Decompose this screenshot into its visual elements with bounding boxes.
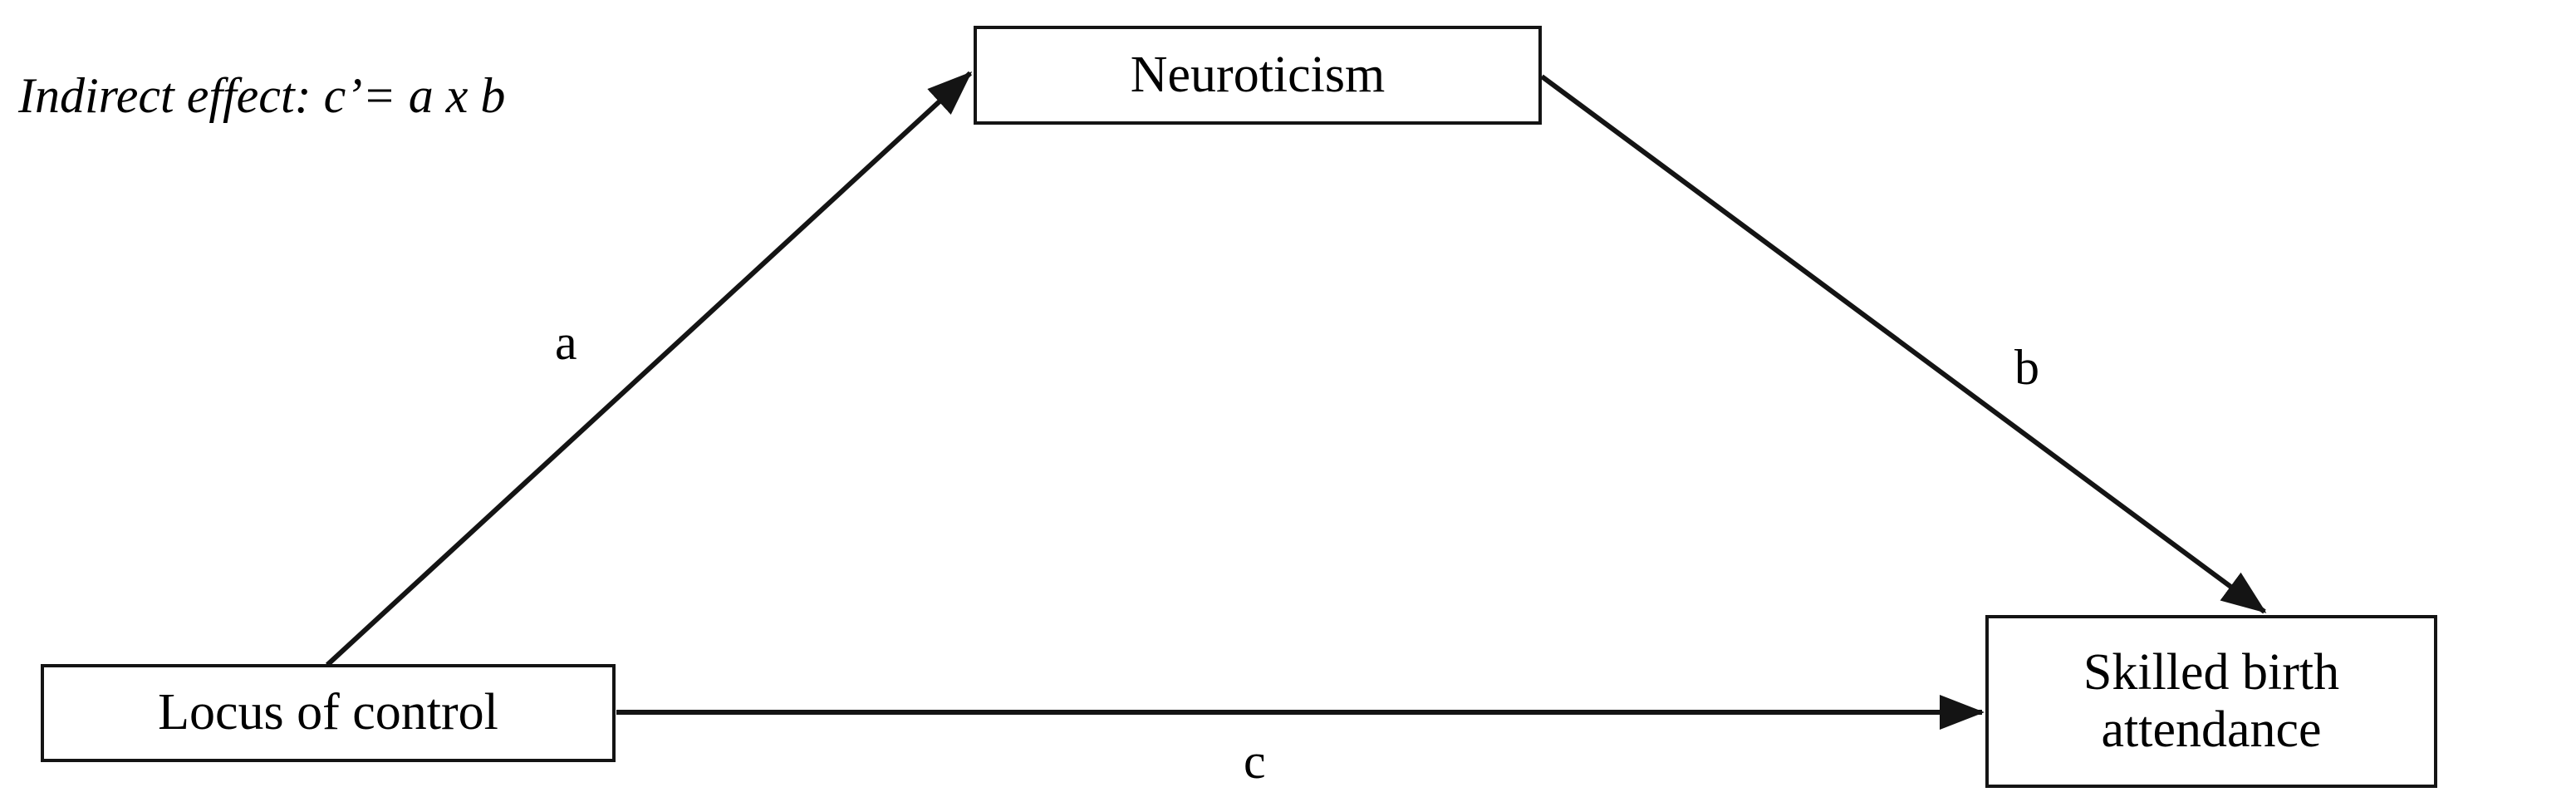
node-locus-of-control-label: Locus of control [158, 684, 498, 741]
node-skilled-birth-attendance: Skilled birth attendance [1985, 615, 2437, 788]
node-neuroticism-label: Neuroticism [1130, 46, 1386, 103]
node-skilled-birth-attendance-label: Skilled birth attendance [2083, 643, 2340, 758]
path-a-label: a [555, 315, 577, 370]
indirect-effect-annotation: Indirect effect: c’= a x b [18, 68, 506, 123]
path-a-arrow [325, 71, 973, 667]
path-c-label: c [1244, 734, 1266, 789]
path-b-label: b [2014, 340, 2039, 395]
node-locus-of-control: Locus of control [41, 664, 616, 762]
path-b-arrow [1540, 74, 2267, 614]
node-neuroticism: Neuroticism [974, 26, 1542, 125]
